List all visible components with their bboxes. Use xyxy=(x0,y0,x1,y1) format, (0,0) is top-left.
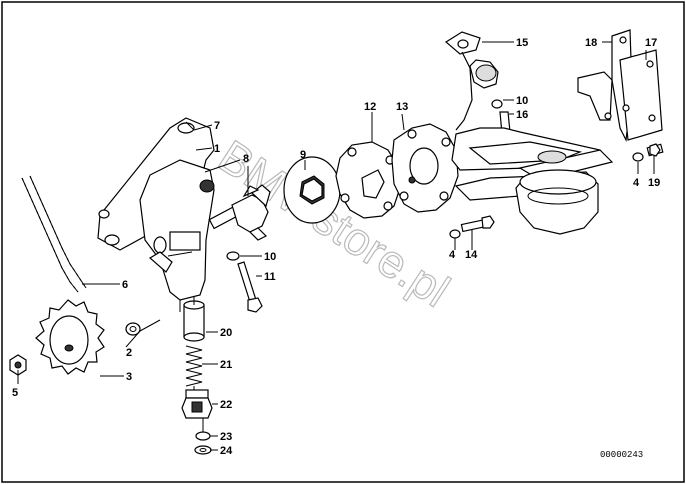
callout-20: 20 xyxy=(220,327,232,339)
callout-5: 5 xyxy=(12,387,18,399)
part-drive-shaft xyxy=(208,184,271,241)
part-pump-body xyxy=(391,123,459,213)
callout-22: 22 xyxy=(220,399,232,411)
part-pickup-strainer xyxy=(451,127,614,235)
callout-12: 12 xyxy=(364,101,376,113)
callout-2: 2 xyxy=(126,347,132,359)
part-washer-2-hole xyxy=(129,326,137,332)
callout-11: 11 xyxy=(264,271,276,283)
part-washer-2 xyxy=(125,322,141,336)
callout-labels: 6 2 3 5 7 1 8 9 10 11 12 13 15 10 16 4 1… xyxy=(12,37,660,457)
part-bolt-11 xyxy=(226,251,263,313)
callout-1: 1 xyxy=(214,143,220,155)
callout-15: 15 xyxy=(516,37,528,49)
part-pump-housing xyxy=(97,117,241,312)
callout-9: 9 xyxy=(300,149,306,161)
part-nut xyxy=(9,354,27,376)
callout-16: 16 xyxy=(516,109,528,121)
callout-6: 6 xyxy=(122,279,128,291)
part-rotor xyxy=(283,156,341,224)
part-washer-24-hole xyxy=(199,448,207,452)
part-washer-24 xyxy=(194,445,212,455)
callout-3: 3 xyxy=(126,371,132,383)
drawing-code: 00000243 xyxy=(600,450,643,460)
callout-14: 14 xyxy=(465,249,478,261)
callout-4-right: 4 xyxy=(633,177,640,189)
callout-10: 10 xyxy=(264,251,276,263)
part-sprocket xyxy=(35,299,105,375)
callout-23: 23 xyxy=(220,431,232,443)
part-plug xyxy=(181,389,213,419)
callout-8: 8 xyxy=(243,153,249,165)
part-bolt-19 xyxy=(632,143,664,162)
part-right-bracket xyxy=(577,29,663,143)
part-sleeve xyxy=(183,300,205,342)
callout-18: 18 xyxy=(585,37,597,49)
callout-17: 17 xyxy=(645,37,657,49)
callout-7: 7 xyxy=(214,120,220,132)
callout-21: 21 xyxy=(220,359,232,371)
leader-lines xyxy=(17,41,655,451)
part-spring xyxy=(185,345,203,387)
callout-4-middle: 4 xyxy=(449,249,456,261)
part-bolt-14 xyxy=(449,215,495,239)
part-bracket-mount xyxy=(444,31,511,135)
part-chain xyxy=(21,175,87,293)
part-cover-plate xyxy=(335,141,401,219)
callout-13: 13 xyxy=(396,101,408,113)
callout-19: 19 xyxy=(648,177,660,189)
callout-10-right: 10 xyxy=(516,95,528,107)
callout-24: 24 xyxy=(220,445,233,457)
part-seal-23 xyxy=(195,431,211,441)
